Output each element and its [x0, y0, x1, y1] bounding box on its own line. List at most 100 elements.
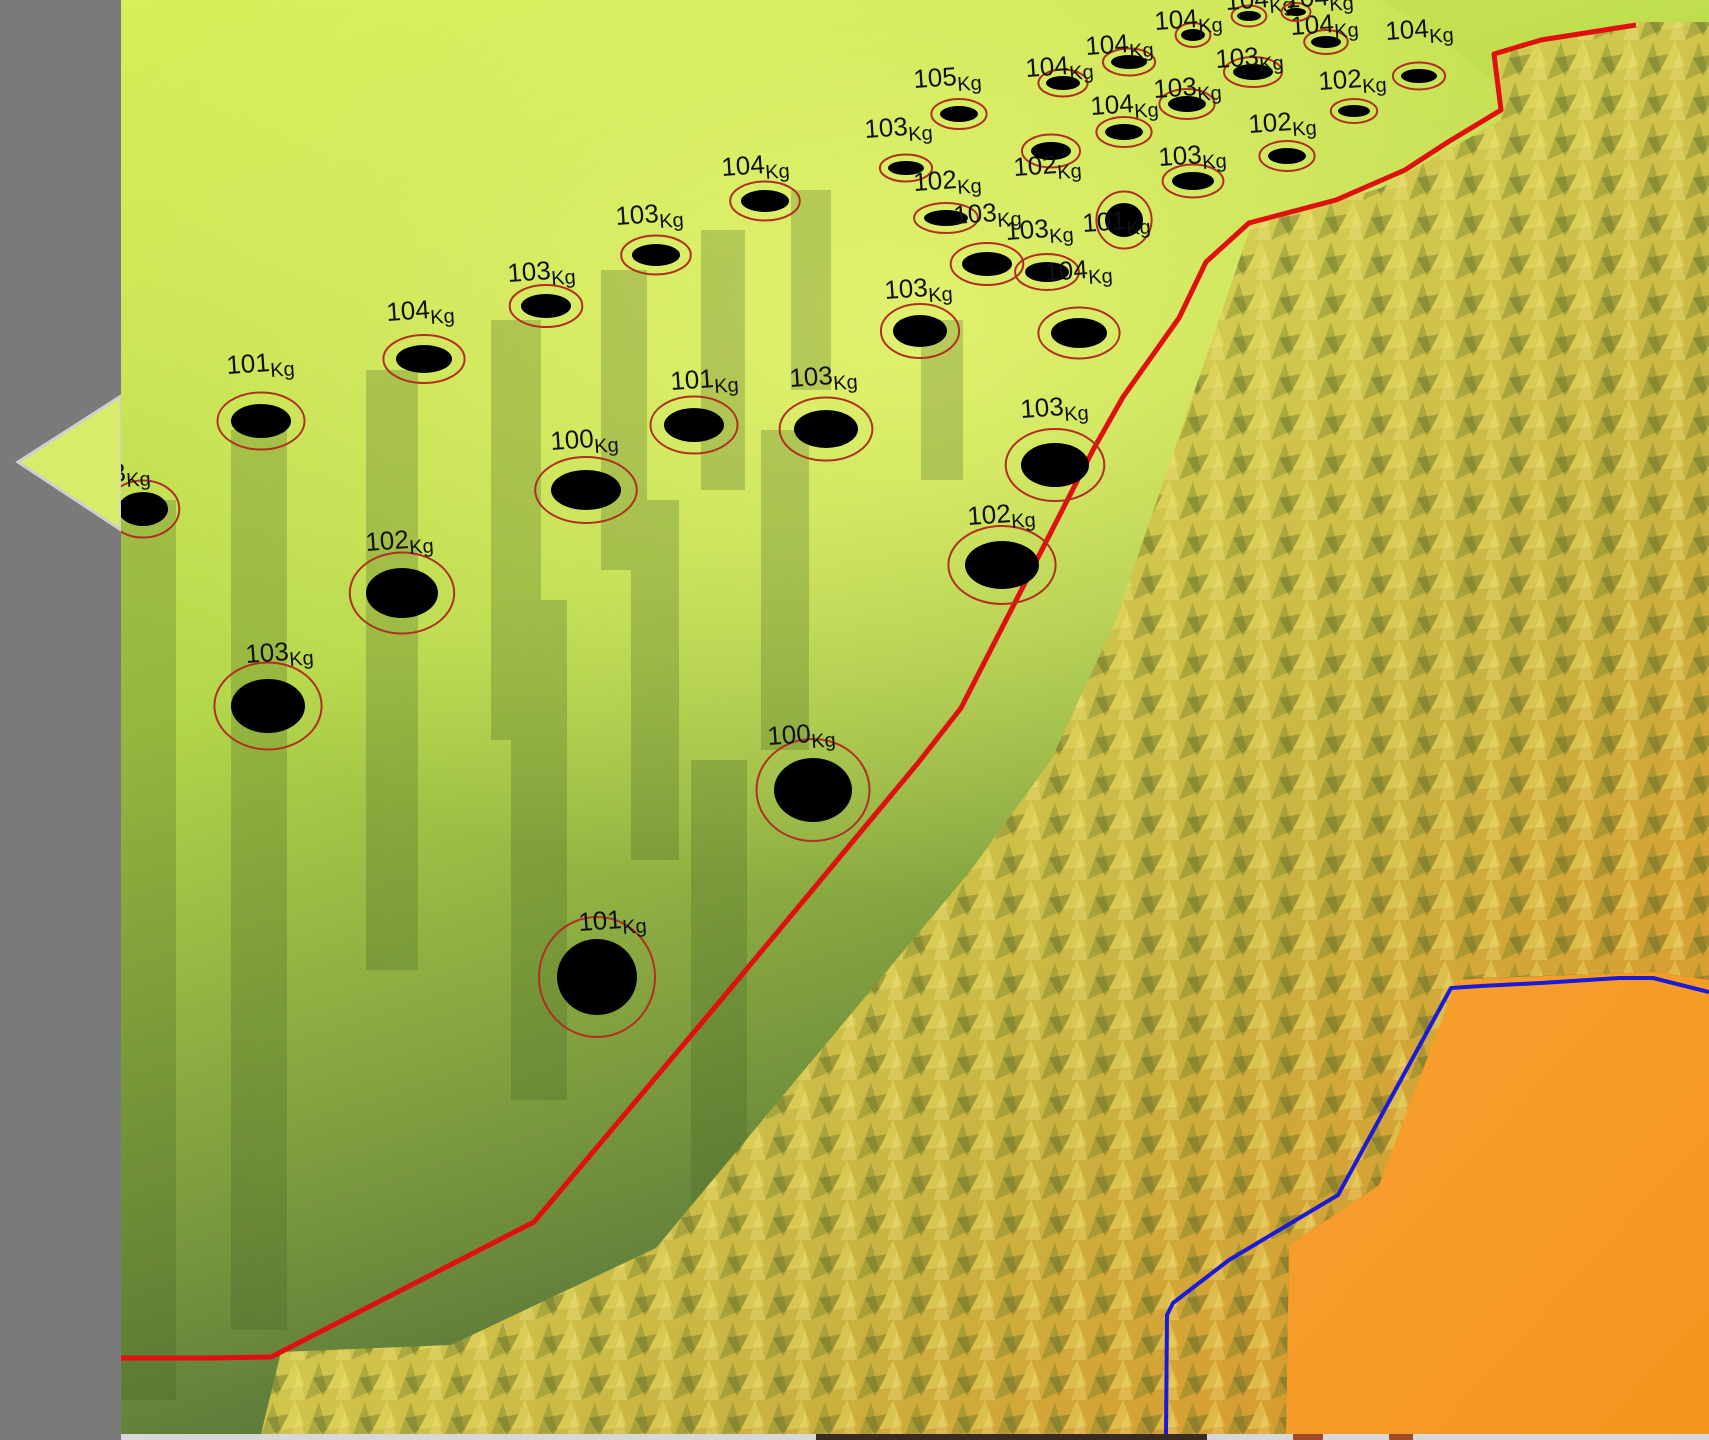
hole-charge-unit: Kg — [1129, 39, 1155, 63]
3d-viewport[interactable]: 104Kg104Kg104Kg104Kg104Kg104Kg104Kg105Kg… — [121, 0, 1709, 1434]
hole-charge-label: 104Kg — [385, 292, 455, 332]
hole-charge-value: 103 — [614, 198, 659, 231]
hole-charge-value: 103 — [952, 197, 997, 230]
hole-charge-label: 103Kg — [1157, 137, 1227, 177]
hole-charge-unit: Kg — [551, 266, 577, 290]
blast-hole[interactable]: 101Kg — [1081, 190, 1153, 250]
blast-hole[interactable]: 100Kg — [534, 421, 638, 524]
hole-charge-unit: Kg — [765, 160, 791, 184]
hole-charge-value: 103 — [1004, 213, 1049, 246]
blast-hole[interactable]: 103Kg — [1152, 69, 1222, 120]
hole-ring — [878, 153, 934, 183]
hole-charge-unit: Kg — [1011, 509, 1037, 533]
hole-charge-label: 104Kg — [1089, 86, 1159, 126]
hole-charge-value: 102 — [364, 524, 409, 557]
status-bar — [121, 1434, 1709, 1440]
hole-ring — [213, 661, 323, 751]
blast-hole[interactable]: 101Kg — [216, 345, 306, 451]
hole-charge-label: 102Kg — [912, 162, 982, 202]
hole-charge-label: 103Kg — [121, 455, 151, 495]
blast-hole[interactable]: 103Kg — [121, 455, 181, 539]
hole-charge-label: 101Kg — [225, 345, 295, 385]
hole-charge-value: 103 — [506, 255, 551, 288]
blast-hole[interactable]: 104Kg — [720, 147, 801, 222]
blast-hole[interactable]: 102Kg — [912, 162, 982, 234]
blast-hole[interactable]: 103Kg — [1157, 137, 1227, 199]
blast-hole[interactable]: 102Kg — [1317, 61, 1387, 124]
hole-marker — [1338, 105, 1370, 117]
hole-charge-unit: Kg — [957, 72, 983, 96]
hole-ring — [913, 202, 979, 234]
blast-hole[interactable]: 104Kg — [1384, 11, 1454, 91]
hole-marker — [1021, 443, 1089, 487]
blast-hole[interactable]: 102Kg — [1247, 104, 1317, 172]
blast-hole[interactable]: 103Kg — [1214, 39, 1284, 88]
blast-hole[interactable]: 104Kg — [1024, 48, 1094, 98]
blast-hole[interactable]: 103Kg — [213, 634, 323, 751]
hole-ring — [620, 234, 692, 276]
hole-marker — [1046, 76, 1080, 90]
hole-ring — [121, 479, 181, 539]
hole-ring — [778, 396, 874, 462]
blast-hole[interactable]: 103Kg — [879, 270, 961, 359]
hole-ring — [1391, 61, 1447, 91]
hole-ring — [1037, 68, 1089, 98]
blast-hole[interactable]: 103Kg — [1004, 389, 1106, 502]
hole-charge-unit: Kg — [270, 358, 296, 382]
hole-charge-label: 102Kg — [1012, 147, 1082, 187]
blast-hole[interactable]: 104Kg — [1037, 252, 1121, 360]
hole-charge-value: 101 — [669, 363, 714, 396]
hole-charge-label: 104Kg — [1384, 11, 1454, 51]
hole-charge-label: 100Kg — [549, 421, 619, 461]
hole-marker — [1286, 8, 1306, 16]
hole-charge-unit: Kg — [1126, 216, 1152, 240]
blast-hole[interactable]: 103Kg — [614, 196, 692, 276]
hole-charge-value: 103 — [1214, 41, 1259, 74]
hole-ring — [1101, 47, 1157, 77]
blast-hole[interactable]: 103Kg — [949, 195, 1025, 286]
blast-hole[interactable]: 102Kg — [947, 496, 1057, 605]
hole-charge-label: 105Kg — [912, 59, 982, 99]
hole-charge-label: 100Kg — [766, 716, 836, 756]
hole-marker — [231, 679, 305, 733]
blast-hole[interactable]: 104Kg — [1084, 26, 1157, 77]
hole-ring — [1037, 306, 1121, 360]
hole-charge-unit: Kg — [1329, 0, 1355, 16]
hole-charge-unit: Kg — [908, 122, 934, 146]
hole-charge-label: 101Kg — [669, 361, 739, 401]
hole-charge-value: 104 — [1024, 50, 1069, 83]
hole-charge-value: 104 — [1153, 3, 1198, 36]
blast-hole[interactable]: 103Kg — [778, 358, 874, 462]
blast-hole[interactable]: 104Kg — [1289, 6, 1359, 55]
blast-hole[interactable]: 104Kg — [1153, 1, 1223, 48]
blast-hole[interactable]: 103Kg — [1004, 211, 1080, 291]
blast-hole[interactable]: 105Kg — [912, 59, 988, 130]
blast-hole[interactable]: 101Kg — [538, 902, 656, 1038]
hole-ring — [1230, 4, 1268, 28]
hole-marker — [794, 410, 858, 448]
hole-charge-value: 101 — [225, 347, 270, 380]
hole-charge-label: 104Kg — [1043, 252, 1113, 292]
hole-ring — [538, 916, 656, 1038]
blast-hole[interactable]: 104Kg — [1089, 86, 1159, 148]
status-bar-segment-rust-2 — [1389, 1434, 1413, 1440]
hole-ring — [382, 334, 466, 384]
hole-charge-unit: Kg — [811, 729, 837, 753]
blast-hole[interactable]: 104Kg — [382, 292, 466, 384]
hole-charge-label: 103Kg — [506, 253, 576, 293]
blast-hole[interactable]: 104Kg — [1280, 0, 1355, 22]
hole-charge-unit: Kg — [1049, 224, 1075, 248]
blast-hole[interactable]: 101Kg — [649, 361, 740, 455]
panel-collapse-tab[interactable] — [0, 0, 121, 540]
blast-hole[interactable]: 103Kg — [863, 109, 934, 183]
blast-holes: 104Kg104Kg104Kg104Kg104Kg104Kg104Kg105Kg… — [121, 0, 1454, 1038]
blast-hole[interactable]: 102Kg — [348, 522, 456, 635]
hole-charge-label: 102Kg — [1247, 104, 1317, 144]
blast-hole[interactable]: 103Kg — [506, 253, 584, 328]
blast-hole[interactable]: 102Kg — [1012, 133, 1082, 187]
hole-marker — [1031, 142, 1071, 160]
blast-hole[interactable]: 100Kg — [755, 716, 871, 842]
hole-charge-unit: Kg — [126, 468, 152, 492]
hole-ring — [1303, 29, 1349, 55]
hole-charge-label: 104Kg — [1284, 0, 1354, 19]
